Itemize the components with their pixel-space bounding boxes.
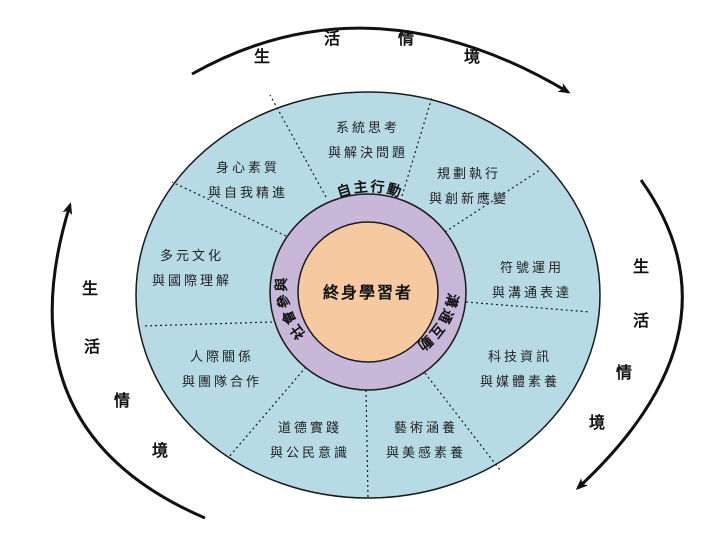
segment-label-symbols-2: 與溝通表達	[492, 286, 572, 301]
segment-divider-5	[424, 372, 501, 471]
context-label-left-3: 情	[114, 391, 130, 410]
segment-label-wellbeing: 身心素質	[216, 160, 280, 176]
segment-label-arts-2: 與美感素養	[386, 445, 466, 461]
segment-label-systems-thinking-2: 與解決問題	[328, 146, 408, 161]
context-label-right-1: 生	[633, 257, 649, 276]
context-label-top-3: 情	[398, 29, 414, 48]
context-arrow-top	[191, 26, 571, 94]
center-label: 終身學習者	[323, 283, 413, 302]
segment-label-arts: 藝術涵養	[394, 420, 458, 436]
context-label-left-4: 境	[152, 441, 168, 460]
context-label-left-2: 活	[84, 337, 100, 356]
segment-divider-3	[444, 169, 541, 233]
context-label-left-1: 生	[82, 279, 98, 298]
segment-label-multicultural-2: 與國際理解	[152, 274, 232, 289]
segment-divider-9	[171, 181, 287, 237]
context-label-top-1: 生	[254, 47, 270, 66]
segment-divider-6	[365, 389, 369, 499]
segment-divider-1	[269, 94, 327, 198]
context-label-right-2: 活	[633, 311, 649, 330]
segment-dividers	[141, 94, 591, 499]
context-label-top-2: 活	[324, 29, 340, 48]
segment-divider-8	[141, 321, 273, 327]
segment-label-multicultural: 多元文化	[160, 248, 224, 264]
segment-label-symbols: 符號運用	[500, 260, 564, 276]
segment-label-ethics: 道德實踐	[278, 420, 342, 436]
context-arrow-left	[50, 202, 206, 520]
segment-label-ethics-2: 與公民意識	[270, 445, 350, 461]
segment-label-interpersonal: 人際關係	[190, 350, 254, 365]
center-circle	[297, 221, 439, 363]
segment-divider-2	[401, 96, 433, 197]
segment-label-technology-2: 與媒體素養	[480, 374, 560, 390]
segment-label-wellbeing-2: 與自我精進	[208, 186, 288, 201]
segment-label-planning: 規劃執行	[437, 166, 501, 182]
context-arrow-right	[575, 179, 684, 491]
context-label-top-4: 境	[464, 47, 480, 66]
segment-divider-4	[465, 301, 591, 313]
segment-label-systems-thinking: 系統思考	[336, 121, 400, 136]
segment-label-planning-2: 與創新應變	[429, 191, 509, 207]
segment-label-technology: 科技資訊	[488, 350, 552, 365]
segment-label-interpersonal-2: 與團隊合作	[182, 374, 262, 390]
context-label-right-3: 情	[616, 363, 632, 382]
context-label-right-4: 境	[589, 413, 605, 432]
